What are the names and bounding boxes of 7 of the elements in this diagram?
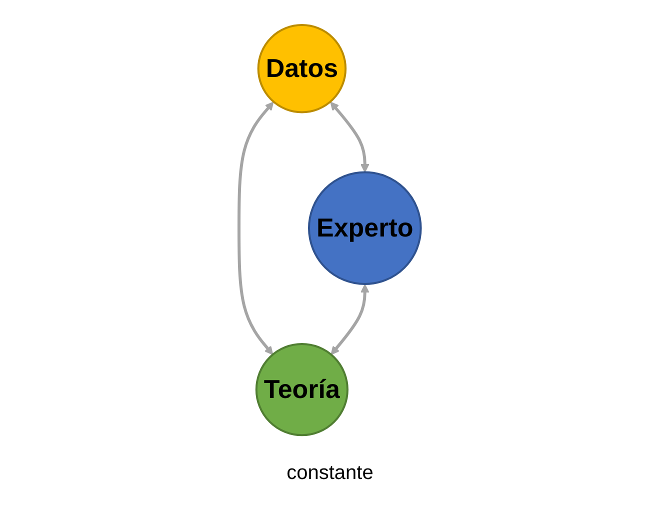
node-circle: Teoría	[256, 342, 349, 436]
node-circle: Experto	[308, 171, 422, 285]
note-text: constante	[286, 462, 374, 484]
arrow	[238, 102, 274, 355]
node-circle: Datos	[257, 24, 347, 114]
arrow	[330, 102, 370, 173]
arrow	[330, 284, 370, 355]
